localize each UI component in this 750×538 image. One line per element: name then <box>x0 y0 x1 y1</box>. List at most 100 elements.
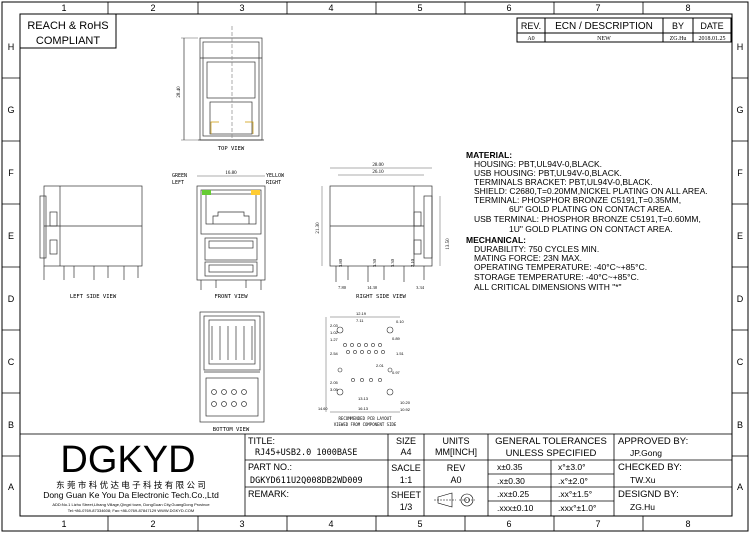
size-value: A4 <box>400 447 411 457</box>
pcb-dims: 12.19 7.11 2.03 1.02 1.27 0.10 0.89 2.54… <box>318 311 411 412</box>
ecn-value: NEW <box>597 36 611 42</box>
mechanical-title: MECHANICAL: <box>466 235 526 245</box>
designed-label: DESIGND BY: <box>618 489 679 500</box>
rev-header: REV. <box>521 21 541 31</box>
col-label: 7 <box>595 519 600 529</box>
col-label: 6 <box>506 519 511 529</box>
part-label: PART NO.: <box>248 462 292 472</box>
tolerance-header-2: UNLESS SPECIFIED <box>506 448 597 459</box>
row-label: G <box>7 105 14 115</box>
col-label: 8 <box>685 3 690 13</box>
row-label: F <box>8 168 14 178</box>
row-label: D <box>737 294 744 304</box>
checked-name: TW.Xu <box>630 475 656 485</box>
pcb-dim: 1.51 <box>396 351 405 356</box>
col-label: 1 <box>61 3 66 13</box>
col-label: 6 <box>506 3 511 13</box>
row-label: E <box>8 231 14 241</box>
row-label: F <box>737 168 743 178</box>
units-label: UNITS <box>443 436 470 446</box>
pcb-dim: 10.92 <box>400 407 411 412</box>
dim-front-width: 16.80 <box>225 171 237 176</box>
material-line: 1U" GOLD PLATING ON CONTACT AREA. <box>509 224 673 234</box>
material-line: SHIELD: C2680,T=0.20MM,NICKEL PLATING ON… <box>474 186 708 196</box>
col-label: 3 <box>239 519 244 529</box>
column-labels-top: 1 2 3 4 5 6 7 8 <box>61 3 690 13</box>
tolerance-linear: .xxx±0.10 <box>497 503 534 513</box>
sheet-label: SHEET <box>391 490 422 500</box>
material-line: USB HOUSING: PBT,UL94V-0,BLACK. <box>474 168 622 178</box>
dim-right-b2: 3.30 <box>372 258 377 267</box>
grid-ticks <box>2 2 748 531</box>
col-label: 2 <box>150 3 155 13</box>
dim-right-inner: 26.10 <box>372 170 384 175</box>
dim-right-height: 21.30 <box>316 222 321 234</box>
mechanical-line: DURABILITY: 750 CYCLES MIN. <box>474 244 599 254</box>
col-label: 1 <box>61 519 66 529</box>
by-value: ZG.Hu <box>670 36 687 42</box>
mechanical-line: STORAGE TEMPERATURE: -40°C~+85°C. <box>474 272 639 282</box>
tolerance-linear: x±0.35 <box>497 462 523 472</box>
ecn-header: ECN / DESCRIPTION <box>555 21 653 32</box>
part-value: DGKYD611U2Q008DB2WD009 <box>250 476 363 486</box>
led-green-label: GREEN <box>172 173 187 179</box>
units-value: MM[INCH] <box>435 447 477 457</box>
material-line: TERMINALS BRACKET: PBT,UL94V-0,BLACK. <box>474 177 653 187</box>
tolerance-linear: .xx±0.25 <box>497 489 529 499</box>
company-contact: Tel:+86-0769-87334608; Fax:+86-0769-8784… <box>68 508 195 513</box>
pcb-dim: 7.11 <box>356 318 364 323</box>
tolerance-angular: x°±3.0° <box>558 462 586 472</box>
row-label: A <box>8 482 14 492</box>
row-label: B <box>8 420 14 430</box>
approved-name: JP.Gong <box>630 448 662 458</box>
col-label: 5 <box>417 3 422 13</box>
dim-top-height: 28.40 <box>177 86 182 98</box>
row-label: H <box>8 42 15 52</box>
dim-right-bottom-3: 3.34 <box>416 285 425 290</box>
dim-right-b3: 3.30 <box>390 258 395 267</box>
size-label: SIZE <box>396 436 416 446</box>
company-logo: DGKYD <box>60 439 195 481</box>
pcb-dim: 0.97 <box>392 370 401 375</box>
pcb-dim: 13.13 <box>358 396 369 401</box>
top-view-label: TOP VIEW <box>218 146 245 152</box>
col-label: 4 <box>328 519 333 529</box>
col-label: 8 <box>685 519 690 529</box>
approved-label: APPROVED BY: <box>618 436 688 447</box>
pcb-dim: 12.19 <box>356 311 367 316</box>
pcb-dim: 10.20 <box>400 400 411 405</box>
title-block <box>19 433 733 517</box>
pcb-dim: 14.60 <box>318 407 328 411</box>
material-line: HOUSING: PBT,UL94V-0,BLACK. <box>474 159 602 169</box>
pcb-dim: 3.05 <box>330 387 339 392</box>
tolerance-linear: .x±0.30 <box>497 476 525 486</box>
pcb-dim: 1.27 <box>330 337 339 342</box>
top-view <box>181 26 264 141</box>
notes: MATERIAL: HOUSING: PBT,UL94V-0,BLACK. US… <box>466 150 708 292</box>
row-label: G <box>736 105 743 115</box>
dim-right-b4: 2.10 <box>410 258 415 267</box>
tolerance-angular: .xx°±1.5° <box>558 489 592 499</box>
date-header: DATE <box>700 21 723 31</box>
green-led-icon <box>202 190 211 195</box>
projection-symbol-icon <box>434 492 475 508</box>
left-view-label: LEFT SIDE VIEW <box>70 294 117 300</box>
col-label: 5 <box>417 519 422 529</box>
compliance-box: REACH & RoHS COMPLIANT <box>19 13 117 49</box>
row-label: E <box>737 231 743 241</box>
tolerance-angular: .x°±2.0° <box>558 476 588 486</box>
dim-right-total: 28.00 <box>372 163 384 168</box>
tolerance-angular: .xxx°±1.0° <box>558 503 596 513</box>
col-label: 2 <box>150 519 155 529</box>
company-address: ADD:No.1 Lizhu Street,Lihang Village,Qin… <box>52 502 210 507</box>
company-name-en: Dong Guan Ke You Da Electronic Tech.Co.,… <box>43 490 219 500</box>
by-header: BY <box>672 21 684 31</box>
material-line: 6U" GOLD PLATING ON CONTACT AREA. <box>509 204 673 214</box>
right-view-label: RIGHT SIDE VIEW <box>356 294 406 300</box>
title-value: RJ45+USB2.0 1000BASE <box>255 448 357 458</box>
rev-value: A0 <box>527 36 534 42</box>
led-right-label: RIGHT <box>266 180 281 186</box>
compliance-line-2: COMPLIANT <box>36 35 100 47</box>
col-label: 7 <box>595 3 600 13</box>
pcb-dim: 2.03 <box>330 323 339 328</box>
